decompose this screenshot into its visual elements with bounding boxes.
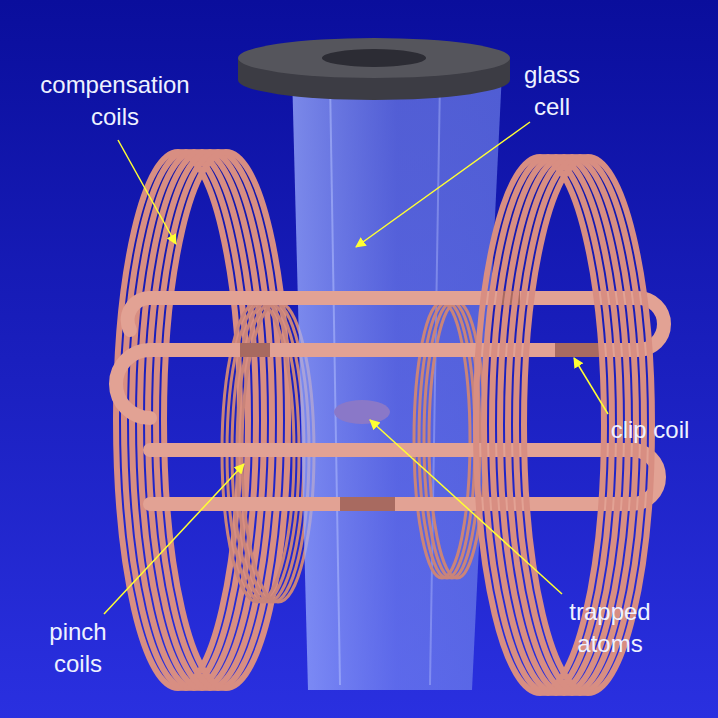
part-label: glass cell [507,59,597,123]
leader-lines [104,122,608,614]
clip-coil [116,298,664,504]
part-label: trapped atoms [545,596,675,660]
leader-line [370,420,562,594]
leader-line [574,358,608,414]
glass-edge [330,80,340,685]
part-label: pinch coils [28,616,128,680]
atom-cloud [334,400,390,424]
part-label: compensation coils [20,69,210,133]
leader-line [104,464,244,614]
leader-line [118,140,176,244]
flange-hole [322,49,426,67]
leader-line [356,122,530,247]
clip-coil-shade [240,298,600,504]
compensation-coil-left [116,152,288,688]
flange-top [238,38,510,78]
part-label: clip coil [590,414,710,446]
